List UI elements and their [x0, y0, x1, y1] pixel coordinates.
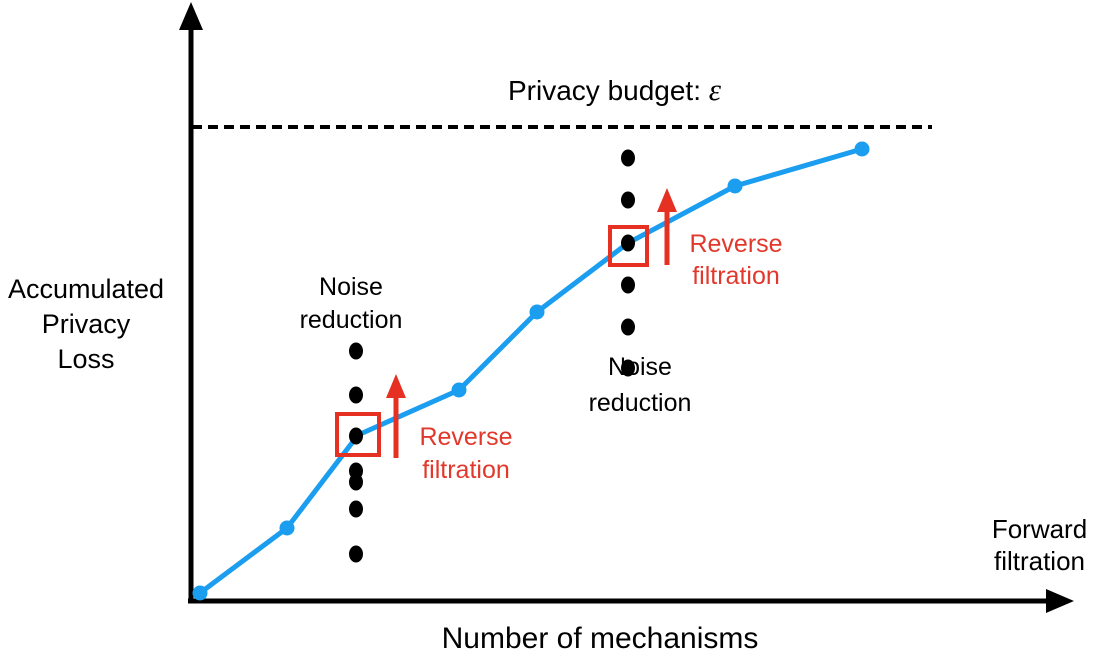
curve-point-marker	[192, 585, 208, 601]
noise-reduction-dot-col2	[621, 359, 635, 377]
noise-reduction-dot-col2	[621, 191, 635, 209]
curve-point-marker	[854, 141, 870, 157]
y-axis-arrowhead-icon	[179, 2, 203, 30]
noise-reduction-dot-col2	[621, 149, 635, 167]
curve-point-marker	[279, 520, 295, 536]
noise-reduction-dot-col1	[349, 545, 363, 563]
y-axis-label-line2: Privacy	[41, 309, 131, 339]
reverse-filtration-arrowhead-icon-1	[386, 374, 406, 398]
reverse-label-line1: Reverse	[419, 423, 513, 451]
noise-label-line1: Noise	[319, 273, 383, 301]
curve-point-marker	[451, 382, 467, 398]
reverse-filtration-label-2: Reverse filtration	[675, 228, 797, 292]
reverse-filtration-arrowhead-icon-2	[657, 188, 677, 212]
noise-reduction-dot-col1	[349, 473, 363, 491]
epsilon-symbol: ε	[708, 72, 721, 107]
noise-reduction-dot-col1	[349, 500, 363, 518]
noise-reduction-dot-col2	[621, 276, 635, 294]
reverse-label-line2: filtration	[692, 262, 780, 290]
privacy-loss-curve	[198, 146, 863, 596]
noise-reduction-dot-col2	[621, 318, 635, 336]
reverse-label-line2: filtration	[422, 456, 510, 484]
reverse-filtration-box-2	[608, 225, 649, 267]
reverse-filtration-label-1: Reverse filtration	[405, 421, 527, 487]
forward-label-line1: Forward	[991, 514, 1088, 544]
privacy-budget-label: Privacy budget: ε	[508, 72, 721, 108]
noise-label-line2: reduction	[299, 306, 403, 334]
noise-reduction-dot-col2	[621, 234, 635, 252]
noise-label-line2: reduction	[588, 389, 692, 417]
noise-reduction-label-2: Noise reduction	[558, 349, 722, 421]
forward-filtration-label: Forward filtration	[967, 513, 1103, 577]
noise-reduction-label-1: Noise reduction	[269, 271, 433, 337]
noise-reduction-dot-col1	[349, 386, 363, 404]
reverse-label-line1: Reverse	[689, 230, 783, 258]
reverse-filtration-box-1	[335, 412, 381, 457]
y-axis-label-line3: Loss	[57, 344, 115, 374]
noise-label-line1: Noise	[608, 353, 672, 381]
forward-label-line2: filtration	[993, 546, 1086, 576]
x-axis-arrowhead-icon	[1046, 589, 1074, 613]
curve-point-marker	[529, 304, 545, 320]
noise-reduction-dot-col1	[349, 427, 363, 445]
y-axis-label-line1: Accumulated	[7, 274, 165, 304]
noise-reduction-dot-col1	[349, 342, 363, 360]
privacy-budget-text: Privacy budget:	[508, 75, 701, 106]
y-axis-label: Accumulated Privacy Loss	[0, 272, 172, 377]
x-axis-label: Number of mechanisms	[441, 622, 759, 655]
curve-point-marker	[727, 178, 743, 194]
